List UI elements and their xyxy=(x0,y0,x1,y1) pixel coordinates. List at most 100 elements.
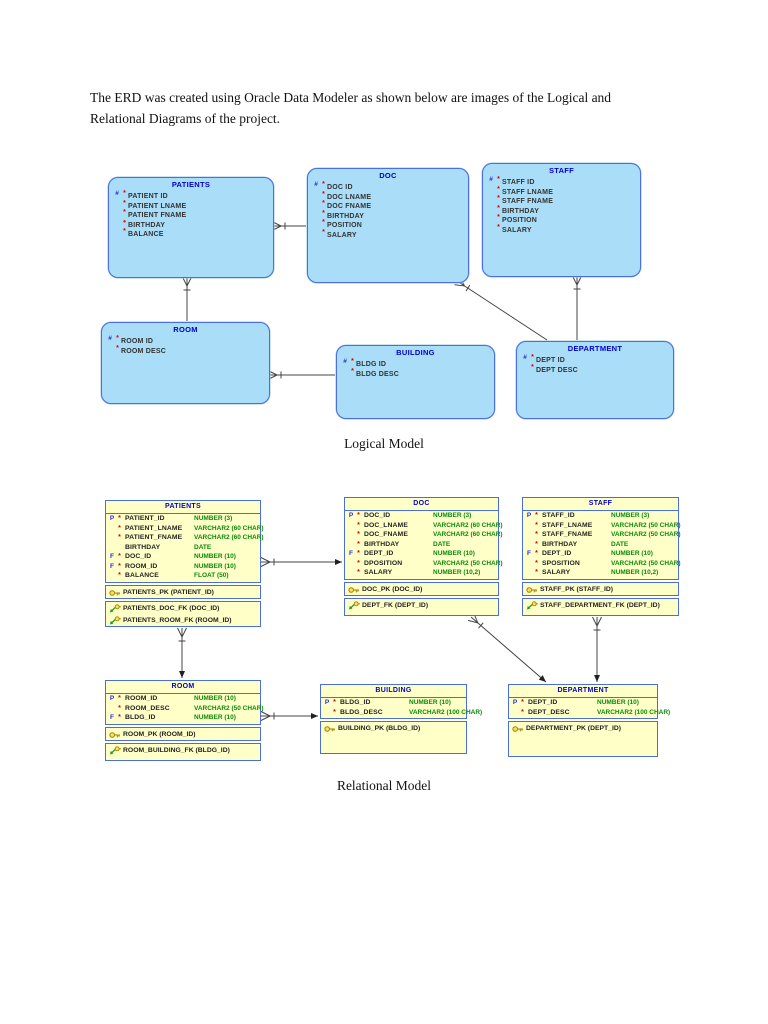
column-name: BLDG_ID xyxy=(125,714,156,721)
entity-title: PATIENTS xyxy=(171,180,211,189)
primary-key-flag: P xyxy=(109,695,115,702)
attribute-name: PATIENT FNAME xyxy=(128,212,187,219)
required-marker: * xyxy=(357,540,360,548)
attribute-name: DOC FNAME xyxy=(327,203,372,210)
logical-entity-doc: DOC#*DOC ID*DOC LNAME*DOC FNAME*BIRTHDAY… xyxy=(307,168,469,283)
column-type: VARCHAR2 (100 CHAR) xyxy=(597,708,671,716)
relationship-connector-staff-department xyxy=(592,616,602,682)
attribute-name: ROOM DESC xyxy=(121,347,166,355)
attribute-name: BLDG ID xyxy=(356,361,387,368)
primary-key-label: PATIENTS_PK (PATIENT_ID) xyxy=(123,589,214,596)
foreign-key-label: STAFF_DEPARTMENT_FK (DEPT_ID) xyxy=(540,602,660,609)
primary-key-icon xyxy=(526,585,538,595)
required-marker: * xyxy=(118,704,121,712)
primary-key-icon xyxy=(348,585,360,595)
attribute-name: SALARY xyxy=(502,226,532,234)
column-type: NUMBER (10) xyxy=(194,553,236,560)
entity-attribute: #*DEPT ID xyxy=(517,353,673,364)
primary-key-flag: P xyxy=(348,512,354,519)
entity-attribute: *BIRTHDAY xyxy=(308,209,468,220)
entity-attribute: *STAFF LNAME xyxy=(483,185,640,196)
column-type: VARCHAR2 (50 CHAR) xyxy=(611,559,681,567)
column-name: ROOM_ID xyxy=(125,695,158,702)
required-marker: * xyxy=(333,708,336,716)
column-type: VARCHAR2 (50 CHAR) xyxy=(433,559,503,567)
entity-title: STAFF xyxy=(548,166,575,175)
required-marker: * xyxy=(497,204,500,212)
foreign-key-section: STAFF_DEPARTMENT_FK (DEPT_ID) xyxy=(522,598,679,616)
column-type: NUMBER (10,2) xyxy=(433,569,481,576)
foreign-key-row: ROOM_BUILDING_FK (BLDG_ID) xyxy=(106,744,260,756)
column-type: NUMBER (10) xyxy=(194,695,236,702)
entity-title: DEPARTMENT xyxy=(567,344,623,353)
primary-key-row: PATIENTS_PK (PATIENT_ID) xyxy=(106,586,260,598)
entity-attribute: *POSITION xyxy=(308,218,468,229)
logical-entity-staff: STAFF#*STAFF ID*STAFF LNAME*STAFF FNAME*… xyxy=(482,163,641,277)
relationship-connector-doc-department xyxy=(454,276,548,341)
column-name: DOC_LNAME xyxy=(364,521,408,529)
required-marker: * xyxy=(123,190,126,197)
required-marker: * xyxy=(535,569,538,576)
column-type: VARCHAR2 (60 CHAR) xyxy=(433,521,503,529)
column-type: NUMBER (3) xyxy=(194,515,233,522)
column-name: BLDG_ID xyxy=(340,699,371,706)
optional-dot-marker: ● xyxy=(122,218,127,225)
column-type: NUMBER (10) xyxy=(433,550,475,557)
primary-key-section: PATIENTS_PK (PATIENT_ID) xyxy=(105,585,261,599)
table-title: DOC xyxy=(345,498,498,511)
primary-key-section: DEPARTMENT_PK (DEPT_ID) xyxy=(508,721,658,757)
column-name: SPOSITION xyxy=(542,559,580,567)
logical-entity-department: DEPARTMENT#*DEPT ID*DEPT DESC xyxy=(516,341,674,419)
foreign-key-icon xyxy=(109,604,121,614)
attribute-name: DEPT ID xyxy=(536,357,566,364)
column-name: DEPT_DESC xyxy=(528,708,570,716)
column-type: VARCHAR2 (50 CHAR) xyxy=(611,521,681,529)
column-name: ROOM_ID xyxy=(125,562,158,570)
attribute-name: BLDG DESC xyxy=(356,370,400,378)
required-marker: * xyxy=(118,553,121,560)
required-marker: * xyxy=(497,176,500,183)
foreign-key-label: ROOM_BUILDING_FK (BLDG_ID) xyxy=(123,747,230,754)
column-name: STAFF_FNAME xyxy=(542,531,593,538)
primary-key-flag: P xyxy=(109,515,115,522)
primary-key-row: BUILDING_PK (BLDG_ID) xyxy=(321,722,466,734)
primary-key-marker: # xyxy=(108,335,112,342)
entity-attribute: *BIRTHDAY xyxy=(483,204,640,215)
primary-key-marker: # xyxy=(489,176,493,183)
relationship-connector-patients-room xyxy=(177,627,187,678)
required-marker: * xyxy=(118,572,121,579)
entity-attribute: *BALANCE xyxy=(109,227,273,238)
foreign-key-flag: F xyxy=(527,550,531,557)
required-marker: * xyxy=(322,228,325,236)
relationship-connector-room-building xyxy=(260,711,318,721)
entity-attribute: *POSITION xyxy=(483,213,640,224)
attribute-name: STAFF LNAME xyxy=(502,188,554,196)
column-type: DATE xyxy=(611,540,629,548)
column-name: BIRTHDAY xyxy=(542,540,578,548)
required-marker: * xyxy=(116,335,119,342)
column-type: NUMBER (10) xyxy=(409,699,451,706)
foreign-key-icon xyxy=(348,601,360,611)
